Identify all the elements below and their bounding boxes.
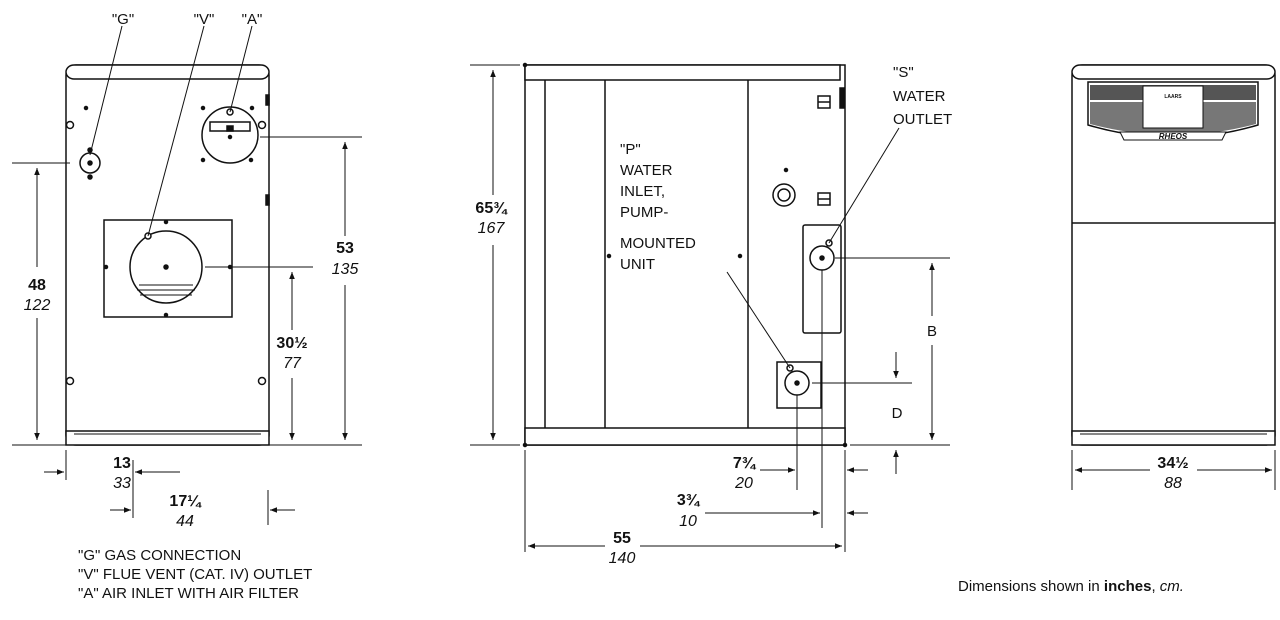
rear-view (65, 25, 270, 446)
rear-dimensions (12, 136, 362, 525)
dim-48-in: 48 (28, 277, 46, 294)
side-base-rail (524, 427, 846, 446)
dim-13-cm: 33 (113, 475, 131, 492)
dim-17-in: 17¼ (169, 493, 202, 510)
label-p-line: WATER (620, 162, 673, 179)
dim-65-in: 65¾ (475, 200, 508, 217)
flue-vent-outlet (103, 219, 233, 318)
label-p-line: UNIT (620, 256, 655, 273)
units-note-cm: cm. (1159, 578, 1184, 595)
dim-30-in: 30½ (276, 335, 307, 352)
text-labels: "G" "V" "A" 48 122 53 135 30½ 77 13 33 1… (24, 11, 1189, 567)
model-logo-text: RHEOS (1159, 132, 1188, 141)
dim-53-cm: 135 (332, 261, 359, 278)
water-inlet (776, 361, 822, 409)
rear-top-rail (65, 64, 270, 80)
dim-55-in: 55 (613, 530, 631, 547)
legend-item-gas: "G" GAS CONNECTION (78, 547, 242, 564)
label-p-block: "P" WATER INLET, PUMP- MOUNTED UNIT (620, 141, 696, 273)
dim-7-cm: 20 (734, 475, 753, 492)
label-p-line: INLET, (620, 183, 665, 200)
dim-17-cm: 44 (176, 513, 194, 530)
label-s-line: WATER (893, 88, 946, 105)
dim-65-cm: 167 (478, 220, 506, 237)
label-a: "A" (242, 11, 263, 28)
dim-30-cm: 77 (283, 355, 302, 372)
rear-base-rail (65, 430, 270, 446)
legend: "G" GAS CONNECTION "V" FLUE VENT (CAT. I… (78, 546, 312, 603)
dim-53-in: 53 (336, 240, 354, 257)
units-note-inches: inches (1103, 578, 1152, 595)
label-b: B (927, 323, 937, 340)
dim-48-cm: 122 (24, 297, 51, 314)
side-top-rail (524, 64, 841, 81)
air-inlet (201, 106, 259, 164)
dim-3-in: 3¾ (677, 492, 701, 509)
dim-55-cm: 140 (609, 550, 636, 567)
dim-7-in: 7¾ (733, 455, 757, 472)
legend-item-air: "A" AIR INLET WITH AIR FILTER (78, 585, 299, 602)
control-panel (1087, 81, 1259, 141)
legend-item-flue: "V" FLUE VENT (CAT. IV) OUTLET (78, 566, 313, 583)
units-note-prefix: Dimensions shown in (958, 578, 1104, 595)
display-screen (1142, 85, 1204, 129)
label-d: D (892, 405, 903, 422)
dim-34-in: 34½ (1157, 455, 1188, 472)
label-s-block: "S" WATER OUTLET (893, 64, 952, 128)
label-p-line: "P" (620, 141, 641, 158)
units-note-sep: , (1151, 578, 1160, 595)
label-g: "G" (112, 11, 134, 28)
dim-34-cm: 88 (1164, 475, 1182, 492)
dim-13-in: 13 (113, 455, 131, 472)
label-v: "V" (194, 11, 215, 28)
label-s-line: "S" (893, 64, 914, 81)
front-view (1071, 64, 1276, 446)
label-p-line: PUMP- (620, 204, 668, 221)
label-s-line: OUTLET (893, 111, 952, 128)
label-p-line: MOUNTED (620, 235, 696, 252)
gas-connection (79, 147, 101, 180)
dim-3-cm: 10 (679, 513, 697, 530)
units-note: Dimensions shown in inches, cm. (958, 578, 1184, 595)
front-dimensions (1071, 450, 1276, 490)
side-view (522, 62, 900, 448)
side-dimensions (470, 64, 950, 552)
brand-logo-text: LAARS (1164, 94, 1182, 100)
